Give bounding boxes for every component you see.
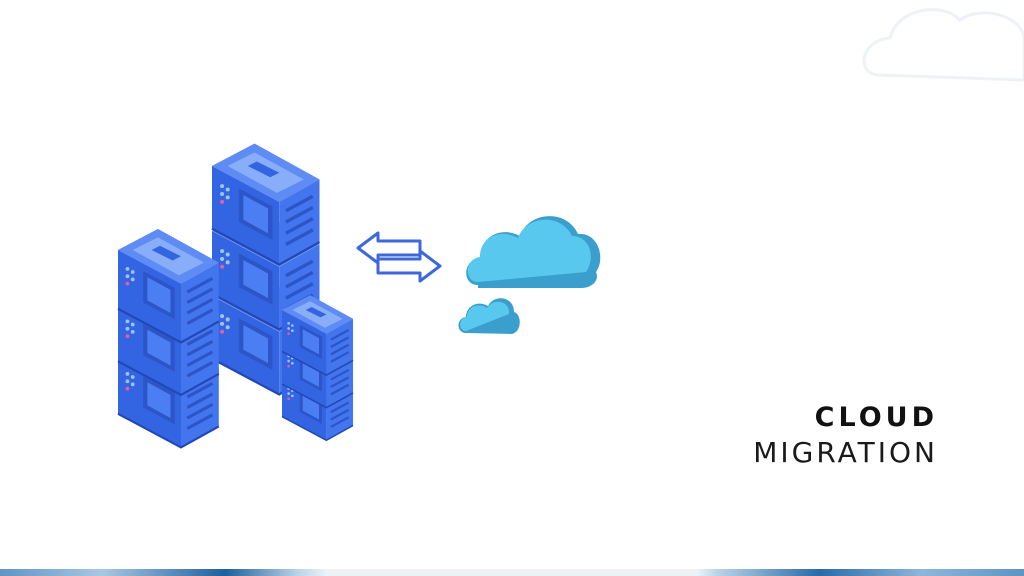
title-block: CLOUD MIGRATION: [753, 401, 938, 471]
title-migration: MIGRATION: [753, 436, 938, 469]
server-stack-icon: [116, 141, 355, 449]
small-cloud-icon: [458, 298, 520, 334]
bottom-gradient-bar: [0, 569, 1024, 576]
title-cloud: CLOUD: [814, 402, 938, 433]
faint-cloud-outline-icon: [862, 8, 1024, 82]
bidirectional-arrow-icon: [356, 231, 442, 283]
cloud-icon: [466, 216, 601, 288]
